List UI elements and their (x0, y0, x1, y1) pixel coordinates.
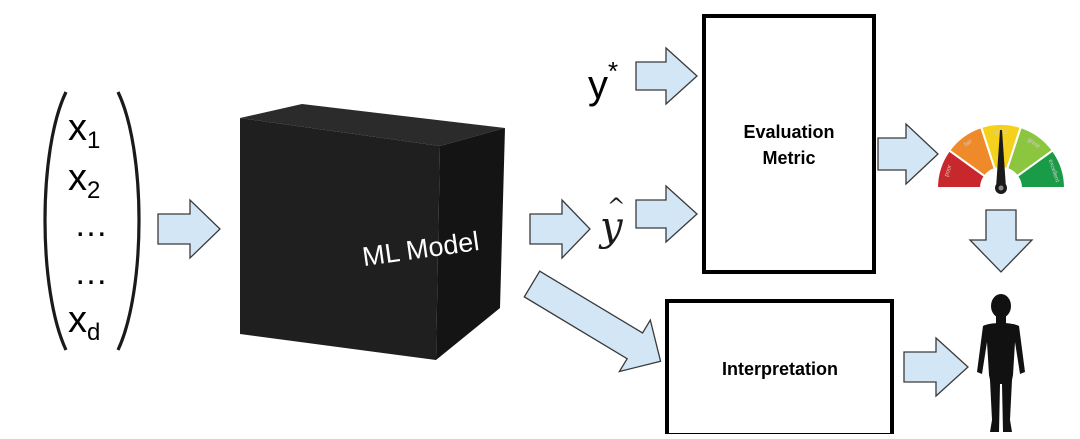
arrow-evaluation-to-gauge (877, 122, 939, 186)
vector-entry-2: x2 (68, 157, 100, 204)
arrow-prediction-to-evaluation (635, 184, 698, 244)
arrow-interpretation-to-human (903, 336, 969, 398)
person-silhouette-icon (977, 294, 1025, 432)
true-label: y* (588, 56, 618, 107)
right-paren (116, 91, 141, 351)
gauge-segment-word: poor (944, 164, 953, 177)
evaluation-metric-box: Evaluation Metric (702, 14, 876, 274)
input-vector: x1 x2 … … xd (43, 91, 141, 351)
left-paren (43, 91, 68, 351)
ml-model-cube: ML Model (240, 104, 505, 360)
arrow-gauge-to-human (968, 209, 1034, 273)
prediction-label: ^ y (598, 195, 625, 250)
gauge-segment (1015, 148, 1067, 189)
arrow-input-to-model (157, 198, 221, 260)
vector-entry-4: … (74, 254, 108, 292)
cube-front-face (240, 118, 440, 360)
hat-accent: ^ (607, 195, 625, 220)
arrow-truth-to-evaluation (635, 46, 698, 106)
cube-side-face (436, 128, 505, 360)
gauge-segment-word: fair (964, 139, 974, 149)
arrow-model-to-prediction (529, 198, 591, 260)
gauge-icon: poorfairgoodgreatexcellent (935, 123, 1067, 194)
interpretation-label: Interpretation (722, 359, 838, 379)
interpretation-box: Interpretation (665, 299, 894, 437)
cube-top-face (240, 104, 505, 146)
vector-entry-3: … (74, 206, 108, 244)
gauge-hub-center (998, 185, 1004, 191)
evaluation-label-line1: Evaluation (743, 122, 834, 142)
gauge-needle (996, 130, 1006, 188)
prediction-symbol: y (598, 204, 624, 250)
vector-entry-1: x1 (68, 107, 100, 154)
evaluation-label-line2: Metric (762, 148, 815, 168)
arrow-model-to-interpretation (523, 270, 662, 373)
svg-text:y*: y* (588, 56, 618, 107)
vector-entry-5: xd (68, 299, 100, 346)
